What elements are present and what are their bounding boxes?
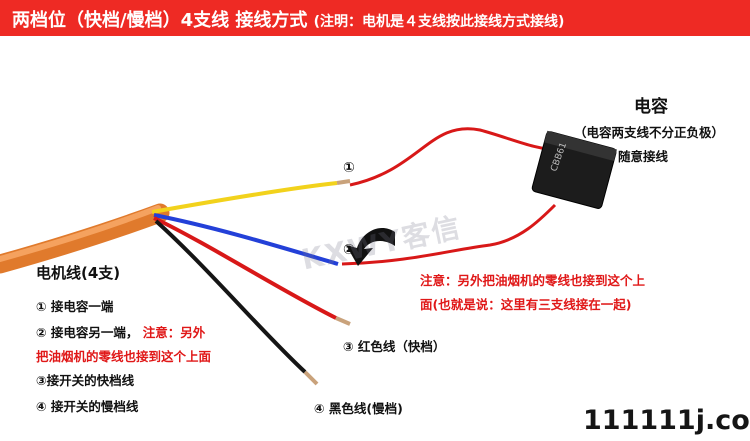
- motor-item-1: ① 接电容一端: [36, 299, 114, 314]
- motor-instructions: ① 接电容一端 ② 接电容另一端， 注意：另外 把油烟机的零线也接到这个上面 ③…: [36, 294, 211, 420]
- marker-wire-1: ①: [343, 160, 355, 176]
- capacitor-body: [531, 130, 617, 209]
- capacitor-lead-2: [341, 203, 557, 266]
- capacitor-lead-1: [349, 127, 561, 187]
- banner-title: 两档位（快档/慢档）4支线 接线方式 (注明：电机是４支线按此接线方式接线): [12, 6, 564, 32]
- marker-wire-2: ②: [343, 242, 355, 258]
- wiring-diagram: CBB61: [0, 127, 617, 386]
- yellow-wire-end: [336, 179, 351, 185]
- motor-cable: [0, 203, 170, 274]
- banner-note: (注明：电机是４支线按此接线方式接线): [313, 14, 565, 30]
- motor-cable-highlight: [0, 205, 161, 262]
- red-wire-label: ③ 红色线（快档）: [343, 339, 446, 354]
- capacitor-note-2: 随意接线: [618, 149, 669, 164]
- motor-item-4: ④ 接开关的慢档线: [36, 399, 139, 414]
- motor-item-2: ② 接电容另一端， 注意：另外: [36, 320, 211, 346]
- banner-main-title: 两档位（快档/慢档）4支线 接线方式: [12, 10, 308, 31]
- capacitor-title: 电容: [634, 97, 668, 117]
- motor-item-2-note: 注意：另外: [142, 325, 206, 340]
- motor-item-3: ③接开关的快档线: [36, 373, 135, 388]
- black-wire-label: ④ 黑色线(慢档): [314, 401, 403, 416]
- site-watermark: 111111j.com: [583, 405, 750, 436]
- warning-line-2: 面(也就是说：这里有三支线接在一起): [420, 297, 632, 312]
- motor-item-2-text: ② 接电容另一端，: [36, 325, 139, 340]
- motor-item-2-continued: 把油烟机的零线也接到这个上面: [36, 349, 212, 364]
- red-wire: [153, 216, 337, 320]
- black-wire-end: [303, 370, 319, 386]
- curved-arrow-icon: [346, 227, 395, 266]
- black-wire: [154, 219, 307, 374]
- blue-wire: [153, 213, 339, 266]
- warning-line-1: 注意：另外把油烟机的零线也接到这个上: [420, 273, 646, 288]
- motor-title: 电机线(4支): [36, 264, 121, 282]
- title-banner: 两档位（快档/慢档）4支线 接线方式 (注明：电机是４支线按此接线方式接线): [0, 0, 750, 36]
- capacitor-note: （电容两支线不分正负极）: [574, 125, 725, 140]
- red-wire-end: [335, 316, 351, 326]
- yellow-wire: [151, 181, 338, 214]
